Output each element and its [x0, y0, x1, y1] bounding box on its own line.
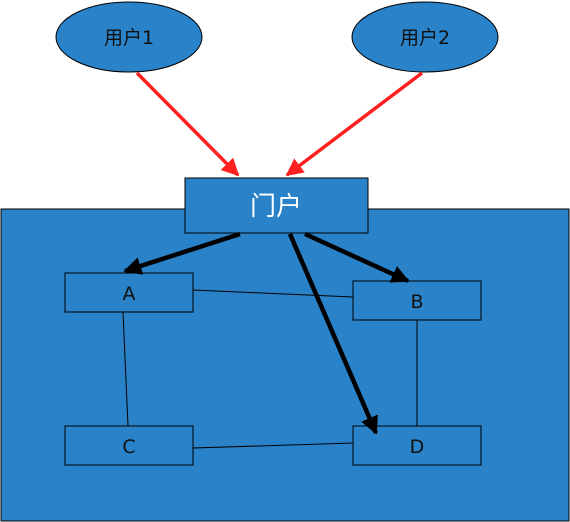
portal-label: 门户	[250, 192, 302, 222]
node-c-label: C	[122, 436, 135, 458]
arrow-user2-to-portal	[285, 71, 424, 177]
node-b-label: B	[410, 291, 423, 313]
arrow-portal-to-d	[287, 233, 379, 435]
node-d-label: D	[410, 436, 425, 458]
portal-box: 门户	[184, 177, 369, 234]
edge-a-c	[122, 311, 129, 427]
edge-a-b	[192, 289, 354, 298]
arrow-portal-to-b	[304, 231, 410, 284]
node-c: C	[64, 425, 194, 466]
node-d: D	[352, 425, 482, 466]
user2-node: 用户2	[351, 1, 499, 73]
node-b: B	[352, 280, 482, 321]
arrow-user1-to-portal	[135, 71, 240, 177]
arrow-portal-to-a	[123, 231, 241, 275]
system-container	[0, 208, 570, 522]
edge-c-d	[192, 442, 354, 449]
user2-label: 用户2	[400, 27, 450, 49]
node-a: A	[64, 272, 194, 313]
user1-label: 用户1	[104, 27, 154, 49]
node-a-label: A	[123, 283, 136, 305]
user1-node: 用户1	[55, 1, 203, 73]
